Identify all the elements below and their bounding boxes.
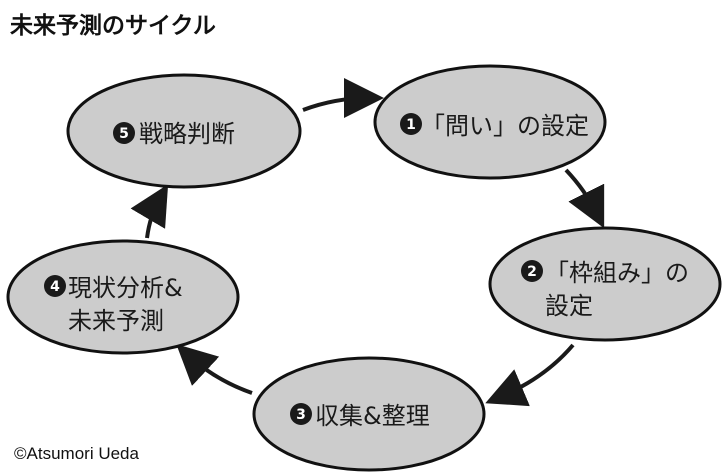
- node-5-badge: [113, 122, 135, 144]
- node-2-badge: [521, 260, 543, 282]
- arrow-3-to-4: [176, 344, 253, 395]
- node-4-ellipse: [6, 239, 240, 355]
- copyright-credit: ©Atsumori Ueda: [14, 444, 139, 463]
- node-2-badge-number: 2: [527, 264, 537, 280]
- node-4-label-line-1: 現状分析&: [68, 274, 183, 302]
- node-5-label: 戦略判断: [139, 120, 235, 148]
- node-5-ellipse: [66, 73, 302, 189]
- arrow-5-to-1: [302, 78, 384, 119]
- node-5-strategic-decision: 5 戦略判断: [66, 73, 302, 189]
- node-2-label-line-2: 設定: [545, 292, 593, 320]
- node-3-ellipse: [252, 356, 486, 472]
- node-2-ellipse: [488, 226, 722, 342]
- node-1-ellipse: [373, 64, 607, 180]
- node-4-analysis-forecast: 4 現状分析& 未来予測: [6, 239, 240, 355]
- node-3-badge-number: 3: [296, 407, 306, 423]
- node-3-collect-organize: 3 収集&整理: [252, 356, 486, 472]
- node-1-badge: [400, 113, 422, 135]
- arrow-2-to-3: [485, 343, 575, 407]
- node-4-label-line-2: 未来予測: [68, 307, 164, 335]
- arrow-4-to-5: [130, 184, 169, 239]
- node-2-framework-setting: 2 「枠組み」の 設定: [488, 226, 722, 342]
- edges: [130, 78, 605, 407]
- diagram-title: 未来予測のサイクル: [10, 13, 216, 39]
- node-3-badge: [290, 403, 312, 425]
- arrow-1-to-2: [564, 168, 605, 229]
- node-1-question-setting: 1 「問い」の設定: [373, 64, 607, 180]
- node-1-badge-number: 1: [406, 117, 416, 133]
- node-2-label-line-1: 「枠組み」の: [545, 259, 689, 287]
- node-5-badge-number: 5: [119, 126, 129, 142]
- node-3-label: 収集&整理: [315, 402, 430, 430]
- node-4-badge: [44, 275, 66, 297]
- node-1-label: 「問い」の設定: [421, 112, 589, 140]
- node-4-badge-number: 4: [50, 279, 60, 295]
